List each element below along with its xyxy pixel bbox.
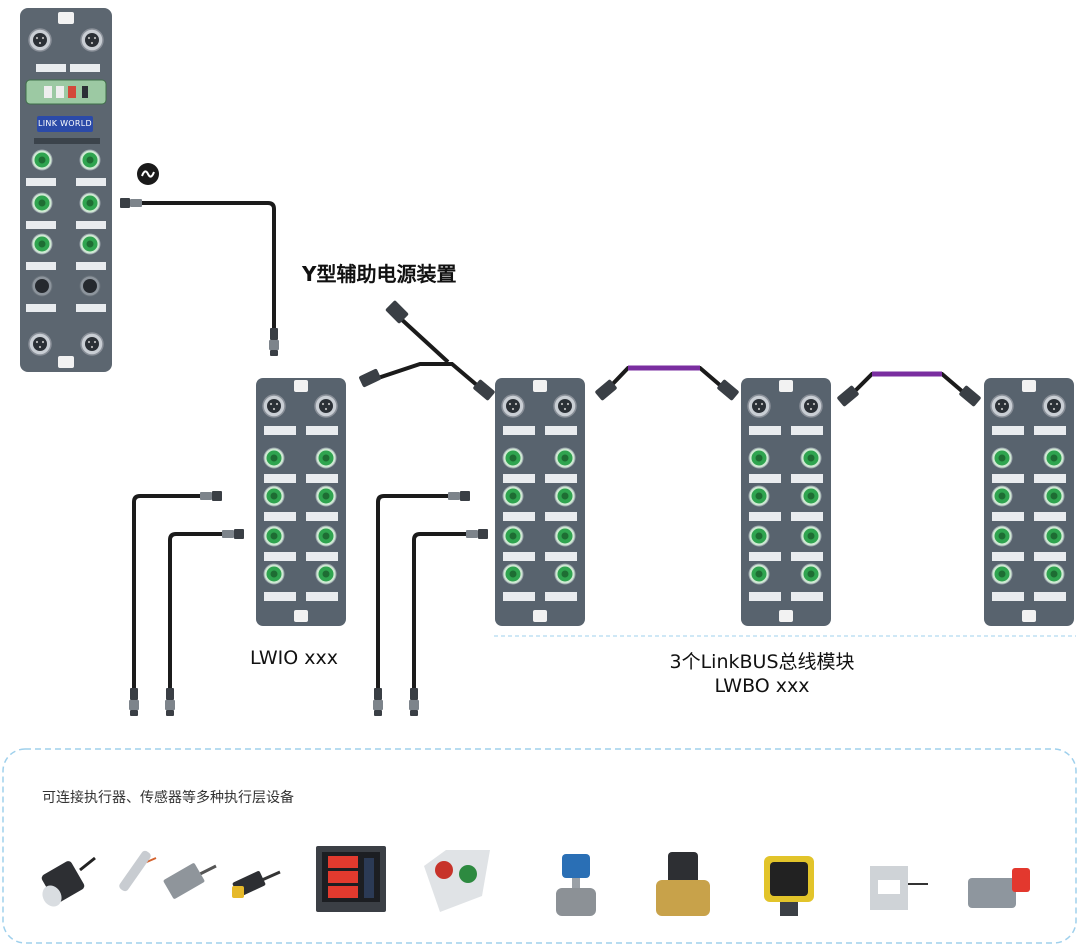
gateway-io-ports	[26, 149, 106, 312]
gateway-module	[20, 8, 112, 372]
devices-caption: 可连接执行器、传感器等多种执行层设备	[42, 790, 294, 806]
linkbus-cable-2	[837, 371, 981, 407]
devices-panel	[2, 748, 1077, 944]
lwbo-module-1	[495, 378, 585, 626]
linkbus-modules-label: 3个LinkBUS总线模块 LWBO xxx	[612, 650, 912, 698]
flow-meter-icon	[556, 854, 596, 916]
gateway-brand-logo: LINK WORLD	[37, 116, 93, 132]
push-button-box-icon	[424, 850, 490, 912]
sensor-cables-lwbo	[373, 491, 488, 716]
linkbus-modules-label-line2: LWBO xxx	[714, 675, 810, 697]
linkbus-cable-1	[595, 365, 739, 401]
flat-sensor-icon	[163, 863, 217, 899]
lwio-module	[256, 378, 346, 626]
network-signal-icon	[137, 163, 159, 185]
sensor-cables-lwio	[129, 491, 244, 716]
y-power-supply-label: Y型辅助电源装置	[302, 262, 457, 286]
valve-actuator-icon	[968, 868, 1030, 908]
load-cell-icon	[870, 866, 928, 910]
lwio-module-label: LWIO xxx	[250, 647, 338, 669]
pen-sensor-icon	[119, 850, 157, 892]
y-power-cable	[359, 300, 495, 401]
power-meter-icon	[316, 846, 386, 912]
linkbus-modules-label-line1: 3个LinkBUS总线模块	[669, 651, 855, 673]
laser-sensor-icon	[764, 856, 814, 916]
solenoid-valve-icon	[656, 852, 710, 916]
lwbo-module-3	[984, 378, 1074, 626]
inductive-sensor-icon	[232, 870, 281, 898]
cylindrical-proximity-sensor-icon	[41, 856, 96, 907]
ethernet-cable	[120, 198, 279, 356]
lwbo-module-2	[741, 378, 831, 626]
